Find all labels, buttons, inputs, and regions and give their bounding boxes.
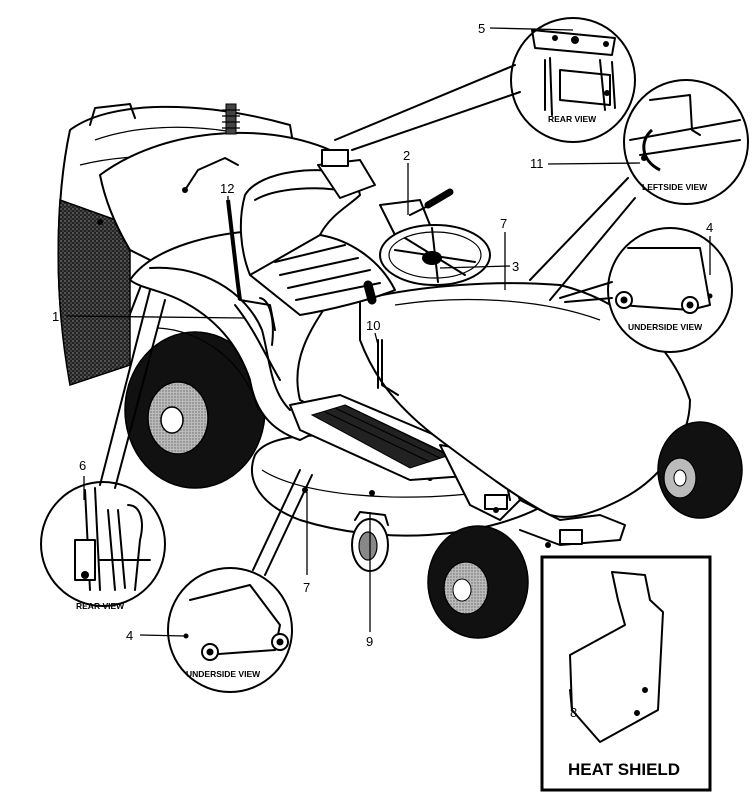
caption-rear-view-top: REAR VIEW (548, 114, 597, 124)
rear-hood (99, 103, 361, 266)
detail-rear-view-top (510, 17, 636, 143)
callout-10: 10 (366, 318, 380, 333)
caption-underside-view-left: UNDERSIDE VIEW (186, 669, 261, 679)
callout-1: 1 (52, 309, 59, 324)
detail-leftside-view (623, 79, 749, 205)
callout-8: 8 (570, 705, 577, 720)
heat-shield-inset (540, 555, 712, 792)
callout-numbers: 1 2 3 4 4 5 6 7 7 8 9 10 11 12 (52, 21, 713, 720)
callout-2: 2 (403, 148, 410, 163)
detail-underside-view-right (607, 227, 733, 353)
front-right-wheel (657, 421, 743, 519)
callout-9: 9 (366, 634, 373, 649)
callout-7-top: 7 (500, 216, 507, 231)
callout-6: 6 (79, 458, 86, 473)
front-left-wheel (427, 525, 529, 639)
detail-rear-view-left (40, 481, 166, 607)
front-hood (359, 282, 691, 518)
callout-4-left: 4 (126, 628, 133, 643)
control-panel (317, 149, 454, 236)
projection-lines (99, 64, 636, 576)
callout-7-bottom: 7 (303, 580, 310, 595)
detail-underside-view-left (167, 567, 293, 693)
callout-3: 3 (512, 259, 519, 274)
caption-underside-view-right: UNDERSIDE VIEW (628, 322, 703, 332)
callout-5: 5 (478, 21, 485, 36)
steering-wheel (379, 224, 491, 286)
heat-shield-title: HEAT SHIELD (568, 760, 680, 779)
lift-lever (226, 199, 399, 396)
caption-rear-view-left: REAR VIEW (76, 601, 125, 611)
view-captions: REAR VIEW LEFTSIDE VIEW UNDERSIDE VIEW R… (76, 114, 708, 679)
callout-12: 12 (220, 181, 234, 196)
callout-11: 11 (530, 156, 544, 171)
seat (239, 169, 396, 316)
callout-4-right: 4 (706, 220, 713, 235)
rear-left-wheel (124, 327, 266, 489)
caption-leftside-view: LEFTSIDE VIEW (642, 182, 708, 192)
